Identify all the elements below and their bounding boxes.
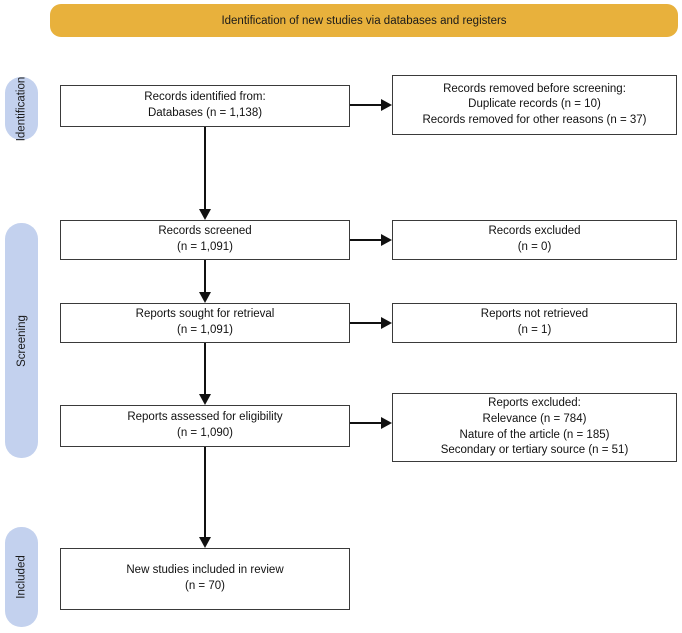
stage-label-text: Included	[15, 555, 28, 599]
box-line: (n = 70)	[185, 580, 225, 592]
box-line: Records excluded	[488, 225, 581, 238]
box-records-removed: Records removed before screening: Duplic…	[392, 75, 677, 135]
box-line: Records removed before screening:	[443, 82, 626, 95]
arrow-down-icon	[199, 260, 211, 303]
box-line: Records identified from:	[144, 91, 266, 104]
box-line: (n = 1,091)	[177, 324, 233, 336]
box-line: Records screened	[158, 225, 252, 238]
box-line: Databases (n = 1,138)	[147, 107, 263, 119]
box-line: Reports sought for retrieval	[135, 308, 275, 321]
box-line: New studies included in review	[126, 564, 284, 577]
stage-label-identification: Identification	[5, 76, 38, 141]
arrow-down-icon	[199, 447, 211, 548]
box-line: Duplicate records (n = 10)	[468, 98, 601, 111]
banner-databases-registers: Identification of new studies via databa…	[50, 4, 678, 37]
box-reports-sought: Reports sought for retrieval (n = 1,091)	[60, 303, 350, 343]
arrow-right-icon	[350, 417, 392, 429]
box-line: Records removed for other reasons (n = 3…	[422, 113, 647, 126]
box-line: Reports not retrieved	[480, 308, 589, 321]
box-line: (n = 0)	[517, 241, 552, 253]
box-line: Reports excluded:	[488, 397, 581, 410]
box-records-identified: Records identified from: Databases (n = …	[60, 85, 350, 127]
box-reports-not-retrieved: Reports not retrieved (n = 1)	[392, 303, 677, 343]
arrow-right-icon	[350, 99, 392, 111]
box-reports-assessed: Reports assessed for eligibility (n = 1,…	[60, 405, 350, 447]
box-line: Nature of the article (n = 185)	[459, 428, 610, 441]
box-records-screened: Records screened (n = 1,091)	[60, 220, 350, 260]
stage-label-text: Identification	[15, 76, 28, 141]
banner-label: Identification of new studies via databa…	[221, 14, 507, 27]
box-records-excluded: Records excluded (n = 0)	[392, 220, 677, 260]
stage-label-screening: Screening	[5, 223, 38, 458]
box-line: Secondary or tertiary source (n = 51)	[440, 444, 629, 457]
box-line: Reports assessed for eligibility	[127, 411, 283, 424]
arrow-down-icon	[199, 127, 211, 220]
box-line: Relevance (n = 784)	[482, 412, 587, 425]
box-line: (n = 1,090)	[177, 427, 233, 439]
arrow-down-icon	[199, 343, 211, 405]
stage-label-included: Included	[5, 527, 38, 627]
box-new-studies-included: New studies included in review (n = 70)	[60, 548, 350, 610]
stage-label-text: Screening	[15, 314, 28, 367]
box-line: (n = 1)	[517, 324, 552, 336]
arrow-right-icon	[350, 234, 392, 246]
box-reports-excluded: Reports excluded: Relevance (n = 784) Na…	[392, 393, 677, 462]
arrow-right-icon	[350, 317, 392, 329]
box-line: (n = 1,091)	[177, 241, 233, 253]
